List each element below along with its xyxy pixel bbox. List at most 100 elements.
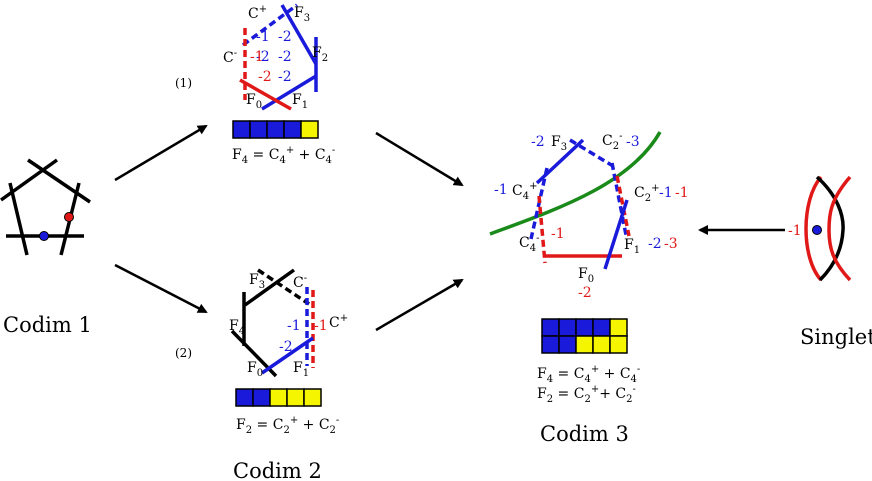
top-equation: F4 = C4+ + C4- bbox=[232, 145, 335, 166]
codim3-green-curve bbox=[489, 131, 662, 236]
codim3-bar-top-cell-3 bbox=[575, 318, 594, 337]
top-bar-cell-2 bbox=[249, 120, 268, 139]
singlet-red-curve-right-lower bbox=[827, 229, 852, 282]
codim1-caption: Codim 1 bbox=[3, 313, 92, 337]
arrow-codim1-to-top bbox=[114, 124, 208, 182]
codim3-blue-f3 bbox=[535, 138, 585, 185]
bottom-codim2-panel: C- F3 C+ F4 F0 F1 -1 -2 -1 F2 = C2+ + C2… bbox=[229, 268, 348, 481]
codim3-bar-bottom-cell-2 bbox=[558, 335, 577, 354]
singlet-red-curve-right bbox=[827, 175, 852, 231]
codim3-panel: F3 C2- C4+ C2+ C4- F1 F0 -2 -3 -1 -1 -1 … bbox=[489, 131, 689, 446]
arrow-bottom-to-codim3 bbox=[375, 278, 464, 332]
bottom-bar-cell-3 bbox=[269, 388, 288, 407]
codim3-blue-c4-dashed bbox=[529, 167, 549, 240]
codim3-num-f0-red: -2 bbox=[578, 285, 592, 301]
codim3-red-c4-dashed bbox=[537, 195, 547, 264]
bottom-black-top-left bbox=[243, 268, 296, 307]
singlet-panel: -1 Singlet bbox=[788, 175, 872, 349]
bottom-color-bar bbox=[235, 388, 322, 407]
top-num-b2: -2 bbox=[278, 29, 292, 45]
codim3-bar-top-cell-5 bbox=[609, 318, 628, 337]
bottom-label-f0: F0 bbox=[247, 360, 263, 379]
codim1-red-point bbox=[64, 212, 74, 222]
codim3-num-top-left: -2 bbox=[531, 134, 545, 150]
bottom-bar-cell-2 bbox=[252, 388, 271, 407]
top-codim2-panel: C+ F3 C- F2 F0 F1 -1 -2 -2 -2 -2 -1 -2 F… bbox=[223, 3, 335, 166]
bottom-label-f4: F4 bbox=[229, 318, 245, 337]
top-color-bar bbox=[232, 120, 319, 139]
top-red-bottom bbox=[239, 78, 292, 111]
codim3-label-c2-minus: C2- bbox=[602, 131, 622, 152]
top-num-b3: -2 bbox=[256, 49, 270, 65]
codim3-bar-bottom-cell-5 bbox=[609, 335, 628, 354]
bottom-num-b1: -1 bbox=[287, 318, 301, 334]
top-blue-top-solid bbox=[280, 4, 318, 65]
codim3-num-inner-red: -1 bbox=[551, 226, 565, 242]
top-num-r2: -2 bbox=[258, 69, 272, 85]
codim3-bar-top-cell-4 bbox=[592, 318, 611, 337]
top-bar-cell-1 bbox=[232, 120, 251, 139]
codim3-num-top-right: -3 bbox=[626, 134, 640, 150]
singlet-blue-point bbox=[812, 225, 822, 235]
codim3-equation-1: F4 = C4+ + C4- bbox=[537, 364, 640, 385]
top-num-b1: -1 bbox=[256, 29, 270, 45]
singlet-black-curve bbox=[815, 175, 845, 282]
codim3-label-c2-plus: C2+ bbox=[634, 183, 659, 204]
arrow-top-to-codim3 bbox=[375, 131, 464, 187]
path-label-2: (2) bbox=[175, 346, 192, 360]
bottom-label-c-minus: C- bbox=[293, 273, 307, 291]
bottom-label-f3: F3 bbox=[249, 272, 265, 291]
codim3-label-f3: F3 bbox=[551, 134, 567, 153]
path-label-1: (1) bbox=[175, 76, 192, 90]
top-bar-cell-5 bbox=[300, 120, 319, 139]
bottom-bar-cell-5 bbox=[303, 388, 322, 407]
codim1-panel: Codim 1 bbox=[0, 158, 92, 337]
top-num-b4: -2 bbox=[278, 49, 292, 65]
codim3-color-bar-bottom bbox=[541, 335, 628, 354]
codim3-bar-top-cell-1 bbox=[541, 318, 560, 337]
bottom-equation: F2 = C2+ + C2- bbox=[236, 415, 339, 436]
codim1-line-top-left bbox=[0, 158, 59, 202]
bottom-bar-cell-1 bbox=[235, 388, 254, 407]
codim3-blue-f3-dashed bbox=[569, 138, 614, 168]
bottom-blue-bottom bbox=[261, 336, 314, 375]
top-label-f3: F3 bbox=[294, 5, 310, 24]
top-label-f1: F1 bbox=[292, 92, 308, 111]
top-bar-cell-4 bbox=[283, 120, 302, 139]
top-label-c-minus: C- bbox=[223, 48, 237, 66]
top-label-f2: F2 bbox=[312, 45, 328, 64]
codim1-line-top-right bbox=[27, 158, 91, 204]
codim3-num-f1-blue: -2 bbox=[648, 236, 662, 252]
codim3-label-f1: F1 bbox=[624, 237, 640, 256]
top-num-b5: -2 bbox=[278, 69, 292, 85]
singlet-num: -1 bbox=[788, 223, 802, 239]
top-bar-cell-3 bbox=[266, 120, 285, 139]
bottom-bar-cell-4 bbox=[286, 388, 305, 407]
codim1-blue-point bbox=[39, 231, 49, 241]
bottom-label-f1: F1 bbox=[293, 360, 309, 379]
singlet-red-curve bbox=[804, 175, 823, 282]
codim3-num-f1-red: -3 bbox=[664, 236, 678, 252]
bottom-num-b2: -2 bbox=[279, 339, 293, 355]
arrow-codim1-to-bottom bbox=[114, 263, 208, 314]
codim3-label-f0: F0 bbox=[578, 266, 594, 285]
singlet-caption: Singlet bbox=[800, 325, 872, 349]
top-num-r1: -1 bbox=[250, 49, 264, 65]
codim3-bar-bottom-cell-1 bbox=[541, 335, 560, 354]
codim3-color-bar-top bbox=[541, 318, 628, 337]
codim3-bar-bottom-cell-4 bbox=[592, 335, 611, 354]
codim3-bar-top-cell-2 bbox=[558, 318, 577, 337]
bottom-label-c-plus: C+ bbox=[329, 313, 348, 331]
codim3-blue-f1 bbox=[603, 199, 629, 270]
codim3-label-c4-plus: C4+ bbox=[512, 181, 537, 202]
codim3-label-c4-minus: C4- bbox=[519, 233, 539, 254]
codim3-caption: Codim 3 bbox=[540, 422, 629, 446]
codim3-equation-2: F2 = C2++ C2- bbox=[537, 384, 636, 405]
top-label-c-plus: C+ bbox=[248, 4, 267, 22]
codim3-bar-bottom-cell-3 bbox=[575, 335, 594, 354]
top-blue-top-dashed bbox=[241, 3, 299, 47]
top-blue-bottom-right bbox=[261, 74, 317, 111]
bottom-num-r1: -1 bbox=[314, 318, 328, 334]
top-label-f0: F0 bbox=[246, 92, 262, 111]
